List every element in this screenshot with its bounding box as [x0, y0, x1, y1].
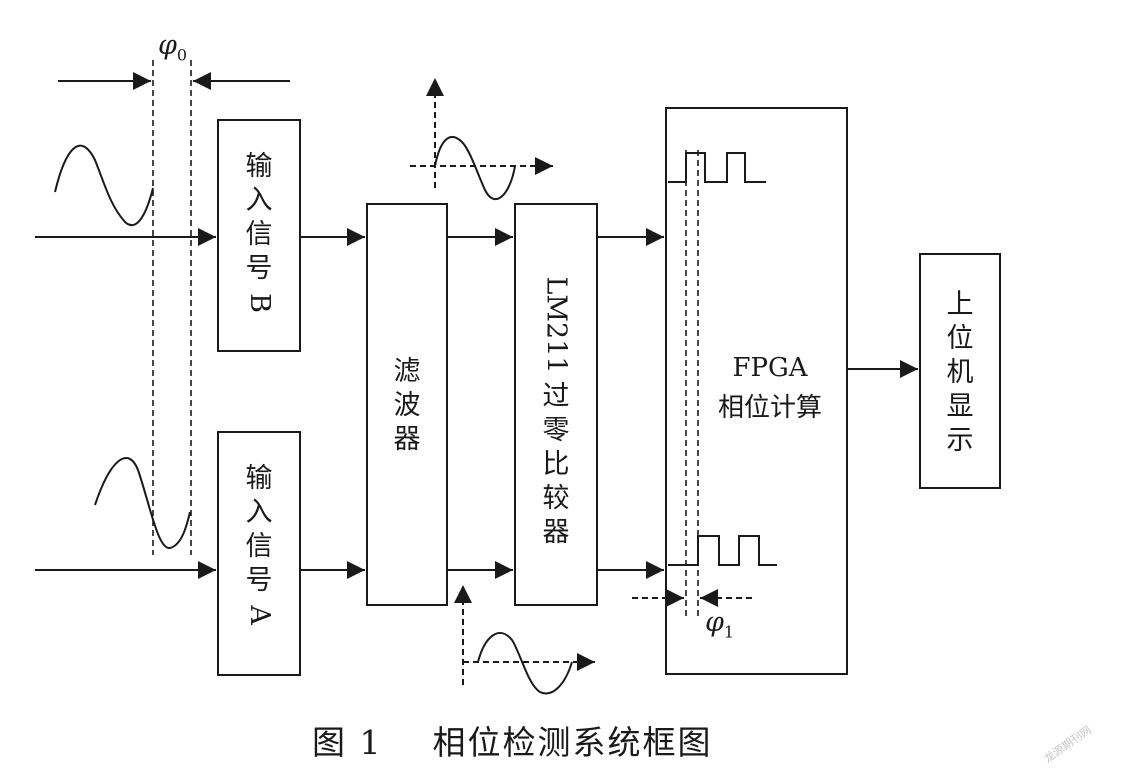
phi1-label: φ1	[705, 607, 734, 641]
comparator-char-2: 零	[542, 415, 570, 446]
fpga-block	[665, 107, 848, 675]
input-b-char-4: 号	[245, 253, 273, 284]
host-char-1: 上	[946, 289, 974, 320]
input-a-letter: A	[244, 605, 275, 625]
sine-wave-filtered-bottom	[477, 632, 573, 695]
input-a-char-4: 号	[245, 565, 273, 596]
input-b-char-1: 输	[245, 151, 273, 182]
filter-char-2: 波	[393, 390, 421, 421]
fpga-subtitle: 相位计算	[717, 393, 822, 423]
input-b-label: 输 入 信 号 B	[218, 150, 300, 320]
comparator-char-3: 比	[542, 449, 570, 480]
host-char-3: 机	[946, 357, 974, 388]
input-b-letter: B	[244, 293, 275, 313]
comparator-char-5: 器	[542, 517, 570, 548]
host-char-5: 示	[946, 425, 974, 456]
host-display-block	[919, 253, 1001, 489]
comparator-model: LM211	[541, 276, 572, 374]
sine-wave-b	[54, 144, 154, 226]
filter-char-3: 器	[393, 424, 421, 455]
fpga-title: FPGA	[732, 353, 808, 383]
phi1-symbol: φ	[705, 607, 724, 638]
input-b-char-3: 信	[245, 219, 273, 250]
phi0-subscript: 0	[176, 45, 188, 65]
figure-caption: 图 1 相位检测系统框图	[312, 723, 713, 762]
input-a-char-2: 入	[245, 497, 273, 528]
square-wave-top	[668, 152, 766, 183]
comparator-block	[514, 203, 598, 606]
fpga-label: FPGA 相位计算	[700, 348, 840, 428]
input-a-label: 输 入 信 号 A	[218, 462, 300, 632]
phi0-symbol: φ	[158, 30, 177, 61]
filter-block	[366, 203, 448, 606]
square-wave-bottom	[668, 535, 777, 566]
host-char-2: 位	[946, 323, 974, 354]
sine-wave-filtered-top	[434, 136, 516, 201]
filter-label: 滤 波 器	[367, 355, 447, 457]
comparator-label: LM211 过 零 比 较 器	[515, 270, 597, 550]
comparator-char-4: 较	[542, 483, 570, 514]
phi1-subscript: 1	[723, 622, 735, 642]
filter-char-1: 滤	[393, 356, 421, 387]
host-char-4: 显	[946, 391, 974, 422]
input-a-char-1: 输	[245, 463, 273, 494]
phi0-label: φ0	[158, 30, 187, 64]
input-a-char-3: 信	[245, 531, 273, 562]
comparator-char-1: 过	[542, 381, 570, 412]
sine-wave-a	[94, 457, 191, 549]
host-display-label: 上 位 机 显 示	[920, 288, 1000, 458]
input-b-block	[217, 119, 301, 352]
input-a-block	[217, 431, 301, 676]
input-b-char-2: 入	[245, 185, 273, 216]
